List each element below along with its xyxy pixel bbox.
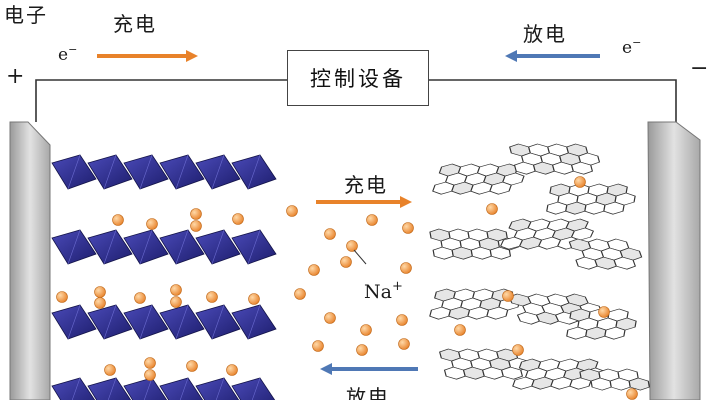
sodium-ion <box>324 228 336 240</box>
graphene-sheet <box>546 183 636 215</box>
control-device-box: 控制设备 <box>287 50 429 106</box>
cathode-tile <box>51 377 96 400</box>
cathode-layered-structure <box>51 154 277 400</box>
negative-sign: − <box>690 56 709 81</box>
cathode-tile <box>195 377 240 400</box>
cathode-tile <box>123 377 168 400</box>
sodium-ion <box>190 220 202 232</box>
charge-label-middle: 充电 <box>344 173 388 197</box>
sodium-ion <box>134 292 146 304</box>
sodium-ion <box>190 208 202 220</box>
sodium-ion <box>94 286 106 298</box>
sodium-ion <box>226 364 238 376</box>
electron-label: 电子 <box>4 3 48 27</box>
sodium-ion <box>360 324 372 336</box>
sodium-ion <box>170 296 182 308</box>
graphene-sheet <box>432 163 525 195</box>
charge-label-top: 充电 <box>113 12 157 36</box>
charge-arrow-middle <box>316 196 412 208</box>
sodium-ion-charge: + <box>391 279 403 294</box>
graphene-sheet <box>512 358 605 390</box>
negative-electrode-plate <box>647 121 701 400</box>
electron-charge-right: − <box>632 36 642 49</box>
sodium-ion <box>286 205 298 217</box>
sodium-ion <box>144 369 156 381</box>
sodium-ion <box>512 344 524 356</box>
electron-charge-left: − <box>68 43 78 56</box>
sodium-ions <box>56 176 638 400</box>
sodium-ion <box>248 293 260 305</box>
cathode-tile <box>159 377 204 400</box>
positive-sign: + <box>6 64 25 89</box>
sodium-ion <box>340 256 352 268</box>
anode-carbon-structure <box>429 143 650 391</box>
discharge-label-bottom: 放电 <box>346 385 390 400</box>
sodium-ion <box>324 312 336 324</box>
charge-arrow-top <box>97 50 198 62</box>
sodium-ion <box>294 288 306 300</box>
cathode-tile <box>231 377 276 400</box>
sodium-ion <box>356 344 368 356</box>
sodium-ion <box>574 176 586 188</box>
sodium-ion <box>626 388 638 400</box>
sodium-ion <box>398 338 410 350</box>
sodium-ion-label: Na+ <box>364 279 403 303</box>
sodium-ion <box>486 203 498 215</box>
sodium-ion <box>170 284 182 296</box>
ion-pointer-line <box>353 249 367 265</box>
sodium-ion <box>308 264 320 276</box>
sodium-ion <box>206 291 218 303</box>
graphene-sheet <box>579 368 650 391</box>
sodium-ion <box>112 214 124 226</box>
sodium-ion <box>144 357 156 369</box>
graphene-sheet <box>508 293 603 325</box>
graphene-sheet <box>499 218 595 250</box>
graphene-sheet <box>509 143 601 175</box>
electron-symbol-right: e− <box>622 36 642 58</box>
sodium-ion <box>186 360 198 372</box>
graphene-sheet <box>429 228 519 260</box>
sodium-ion <box>146 218 158 230</box>
graphene-sheet <box>568 238 643 270</box>
discharge-arrow-bottom <box>320 363 418 375</box>
sodium-ion <box>94 297 106 309</box>
sodium-ion <box>312 340 324 352</box>
wire-right <box>429 79 677 122</box>
electron-symbol-left: e− <box>58 43 78 65</box>
positive-electrode-plate <box>9 121 51 400</box>
discharge-label-top: 放电 <box>523 22 567 46</box>
sodium-ion <box>56 291 68 303</box>
sodium-ion <box>598 306 610 318</box>
control-device-label: 控制设备 <box>310 67 406 91</box>
sodium-ion <box>502 290 514 302</box>
discharge-arrow-top <box>505 50 600 62</box>
sodium-ion <box>104 364 116 376</box>
wire-left <box>35 79 287 122</box>
sodium-ion <box>402 222 414 234</box>
sodium-ion <box>232 213 244 225</box>
sodium-ion <box>366 214 378 226</box>
sodium-ion <box>400 262 412 274</box>
sodium-ion <box>346 240 358 252</box>
sodium-ion <box>454 324 466 336</box>
sodium-ion <box>396 314 408 326</box>
cathode-tile <box>87 377 132 400</box>
